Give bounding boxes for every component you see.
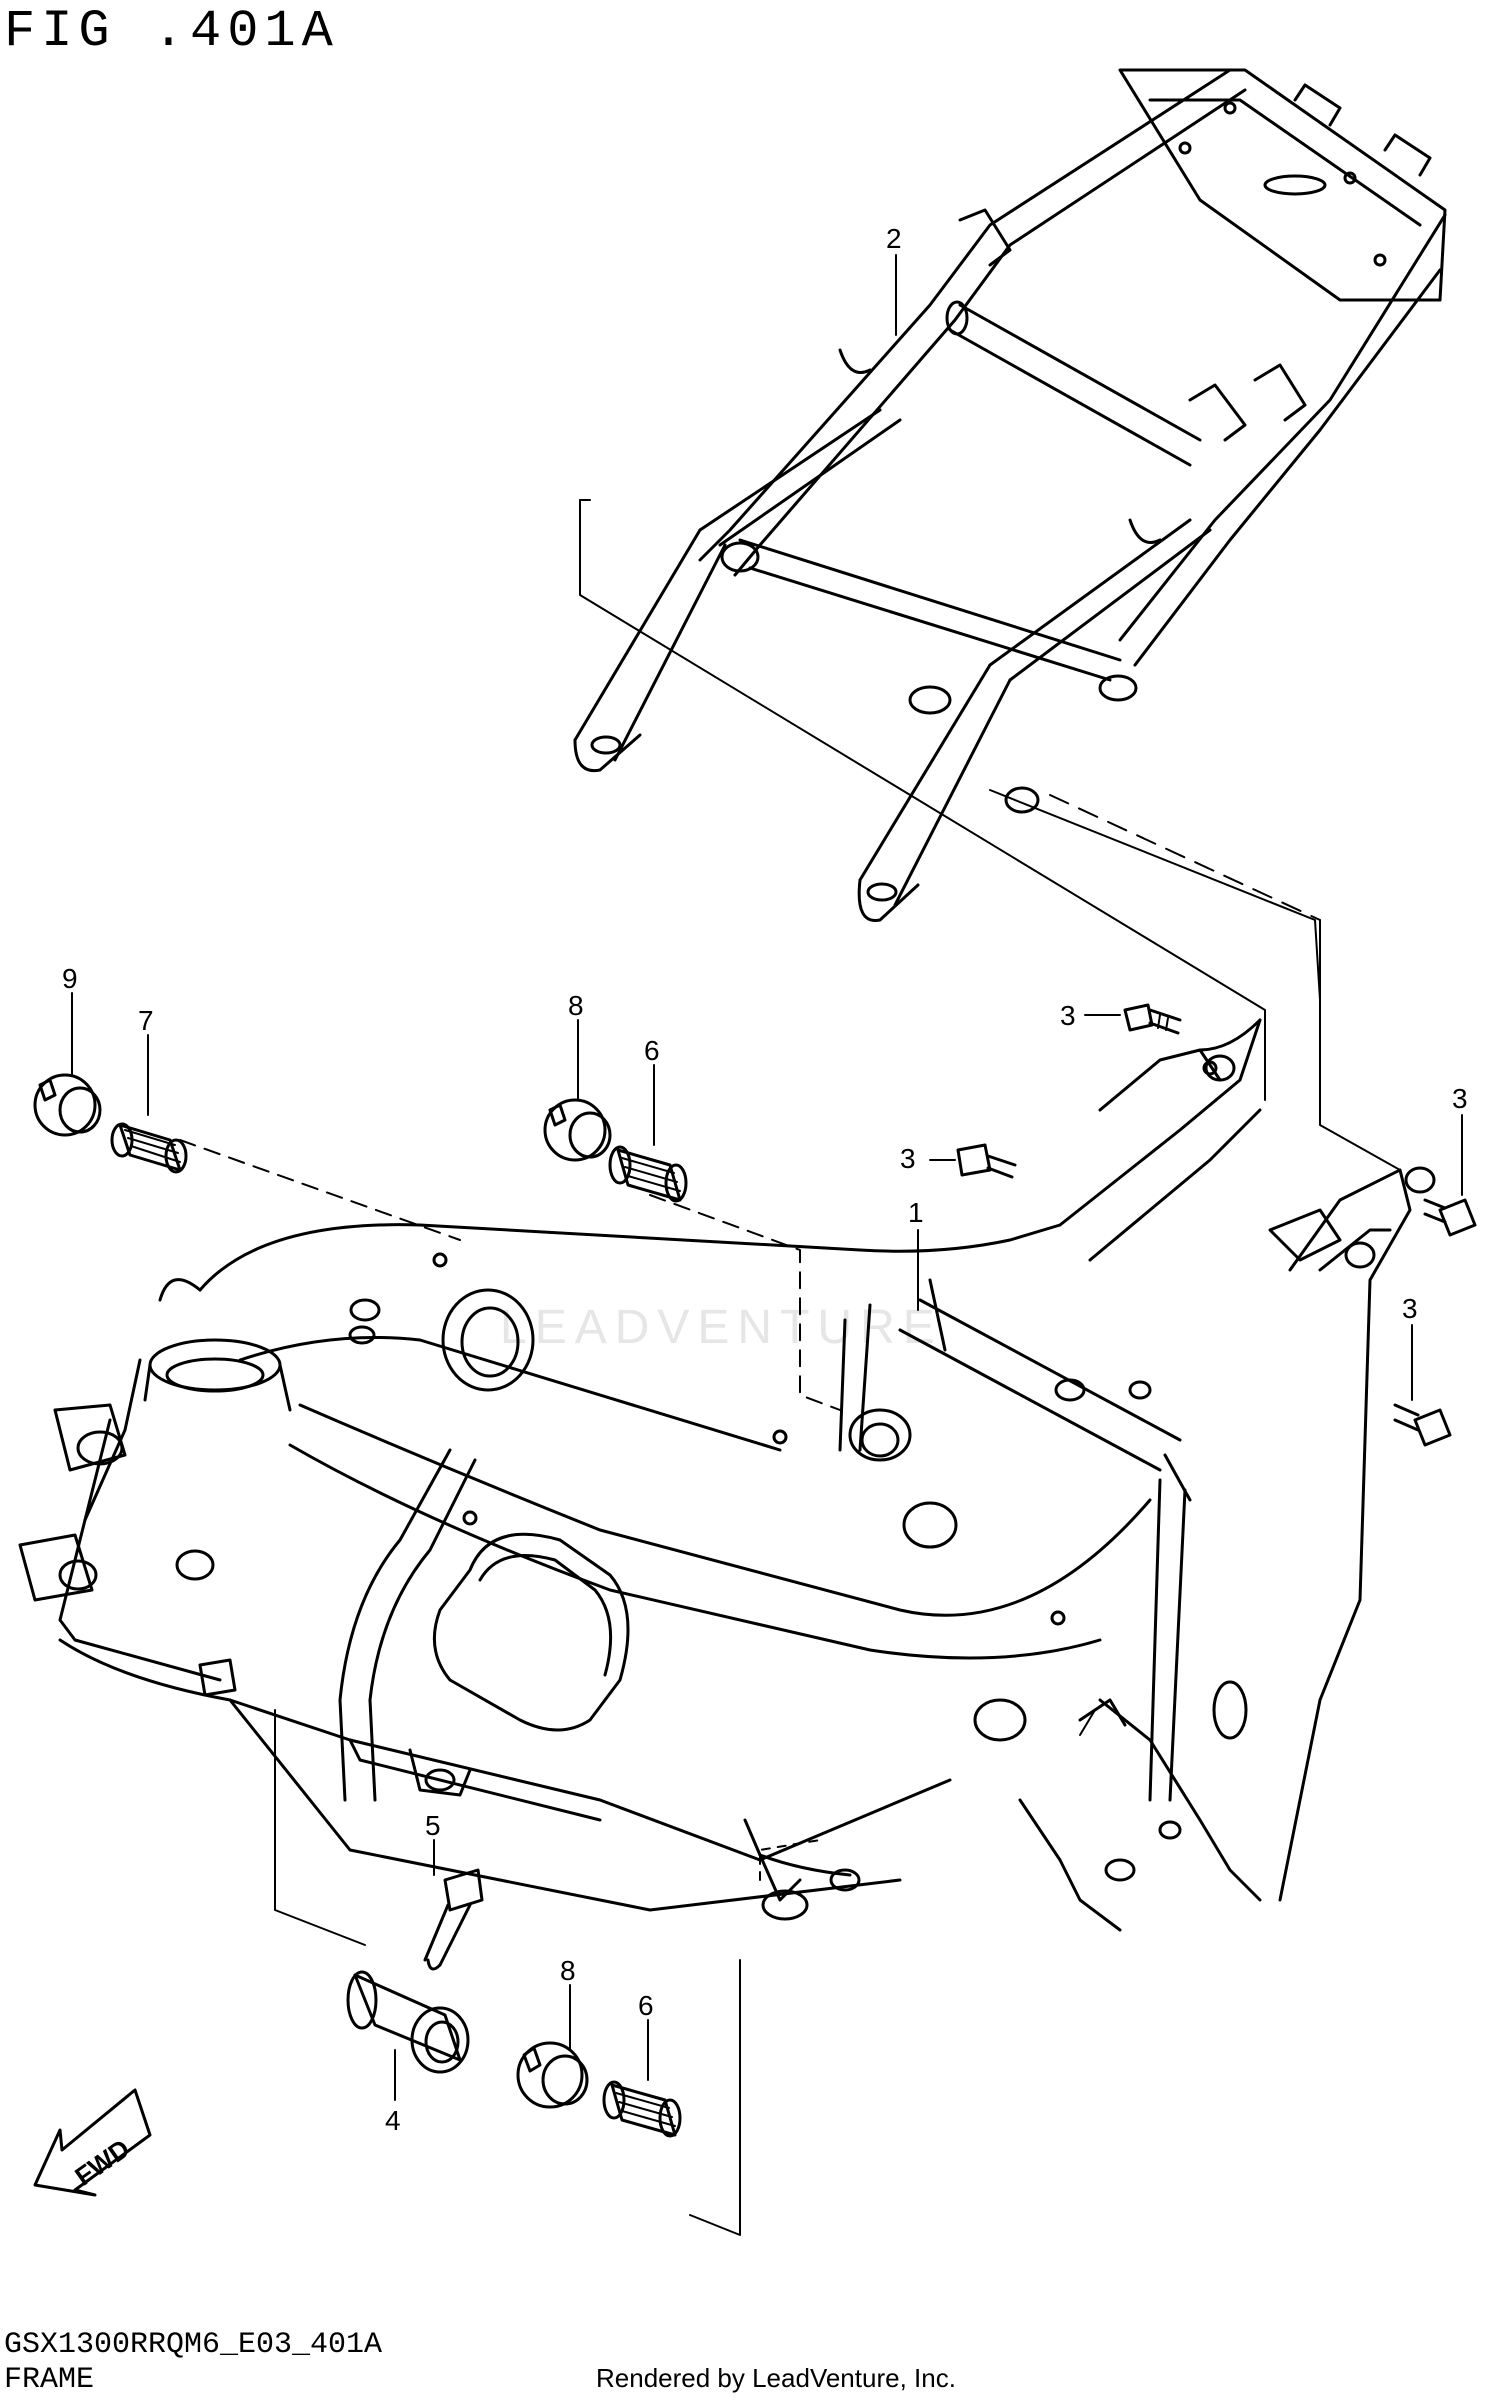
figure-code: GSX1300RRQM6_E03_401A xyxy=(4,2328,383,2362)
nut-8-lower xyxy=(516,2041,589,2109)
watermark-text: LEADVENTURE xyxy=(500,1301,943,1354)
callout-1: 1 xyxy=(908,1197,924,1228)
callout-9: 9 xyxy=(62,963,78,994)
callout-3-right-upper: 3 xyxy=(1452,1083,1468,1114)
spring-6-upper xyxy=(608,1145,688,1203)
assembly-guide-lines xyxy=(179,499,1401,2236)
bolt-3-top xyxy=(1084,1003,1182,1035)
callout-3-middle: 3 xyxy=(900,1143,916,1174)
render-credit: Rendered by LeadVenture, Inc. xyxy=(596,2363,956,2393)
nut-9 xyxy=(35,1075,102,1137)
bolt-3-middle xyxy=(929,1143,1017,1179)
figure-name: FRAME xyxy=(4,2363,95,2397)
seat-rail-subframe xyxy=(573,68,1447,922)
callout-5: 5 xyxy=(425,1810,441,1841)
callout-3-top: 3 xyxy=(1060,1000,1076,1031)
callout-4: 4 xyxy=(385,2105,401,2136)
callout-8-upper: 8 xyxy=(568,990,584,1021)
nut-8-upper xyxy=(543,1098,612,1162)
fwd-arrow-icon xyxy=(33,2088,152,2197)
figure-title: FIG .401A xyxy=(4,2,339,61)
collar-4 xyxy=(346,1970,470,2074)
callout-6-lower: 6 xyxy=(638,1990,654,2021)
spring-7 xyxy=(110,1122,188,1174)
main-frame xyxy=(18,1018,1436,1932)
bolt-3-right-upper xyxy=(1423,1114,1477,1237)
callout-3-right-lower: 3 xyxy=(1402,1293,1418,1324)
bolt-5 xyxy=(423,1868,484,1971)
bolt-3-right-lower xyxy=(1393,1324,1452,1447)
callout-6-upper: 6 xyxy=(644,1035,660,1066)
callout-8-lower: 8 xyxy=(560,1955,576,1986)
callout-2: 2 xyxy=(886,223,902,254)
callout-7: 7 xyxy=(138,1005,154,1036)
spring-6-lower xyxy=(602,2080,682,2138)
